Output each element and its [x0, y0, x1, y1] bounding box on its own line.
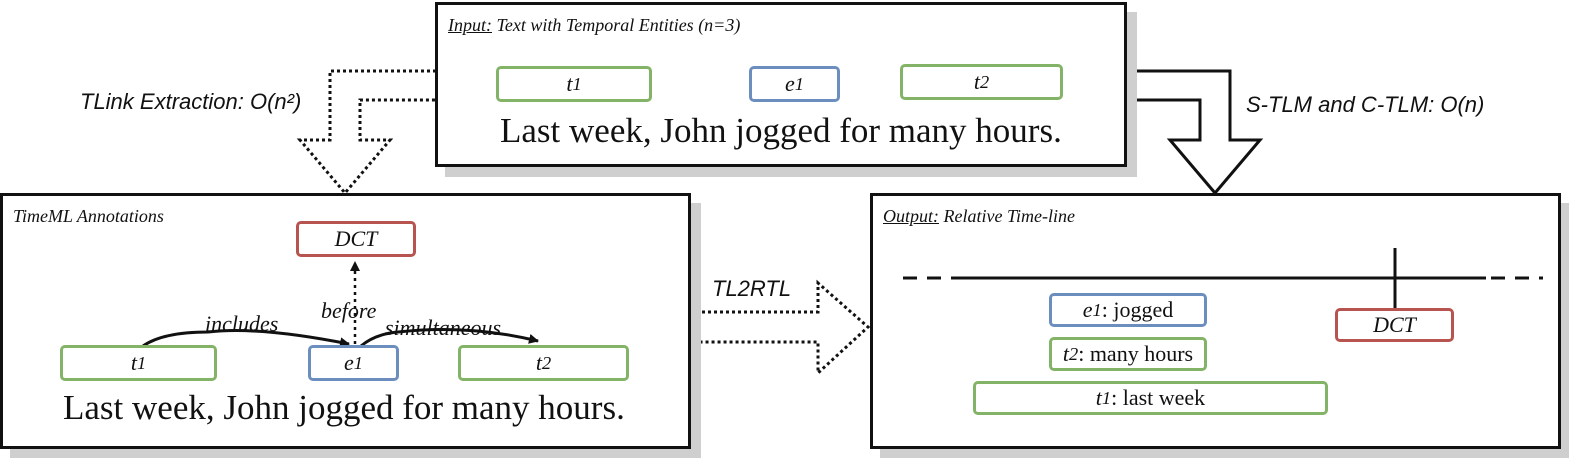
- tl2rtl-arrow: [690, 279, 871, 377]
- relation-before: before: [321, 298, 377, 323]
- input-panel: Input: Text with Temporal Entities (n=3)…: [435, 2, 1127, 167]
- timeml-panel: TimeML Annotations DCT includes before s…: [0, 193, 691, 449]
- tl2rtl-label: TL2RTL: [712, 276, 792, 301]
- simultaneous-arrow: [360, 327, 539, 348]
- input-panel-title: Input: Text with Temporal Entities (n=3): [448, 15, 741, 35]
- output-panel-title: Output: Relative Time-line: [883, 206, 1075, 226]
- timeline: [903, 248, 1543, 308]
- relation-includes: includes: [205, 311, 279, 336]
- timeml-relation-arrows: [142, 261, 539, 348]
- timeml-sentence: Last week, John jogged for many hours.: [63, 388, 625, 427]
- stlm-ctlm-label: S-TLM and C-TLM: O(n): [1246, 92, 1485, 117]
- relation-simultaneous: simultaneous: [385, 315, 502, 340]
- timeml-dct: DCT: [296, 221, 416, 257]
- input-sentence: Last week, John jogged for many hours.: [500, 111, 1062, 150]
- output-dct: DCT: [1335, 308, 1454, 342]
- tlink-extraction-arrow: [296, 69, 436, 196]
- includes-arrow: [142, 329, 350, 348]
- stlm-arrow: [1128, 69, 1264, 196]
- tlink-extraction-label: TLink Extraction: O(n²): [80, 89, 302, 114]
- timeml-panel-title: TimeML Annotations: [13, 206, 164, 226]
